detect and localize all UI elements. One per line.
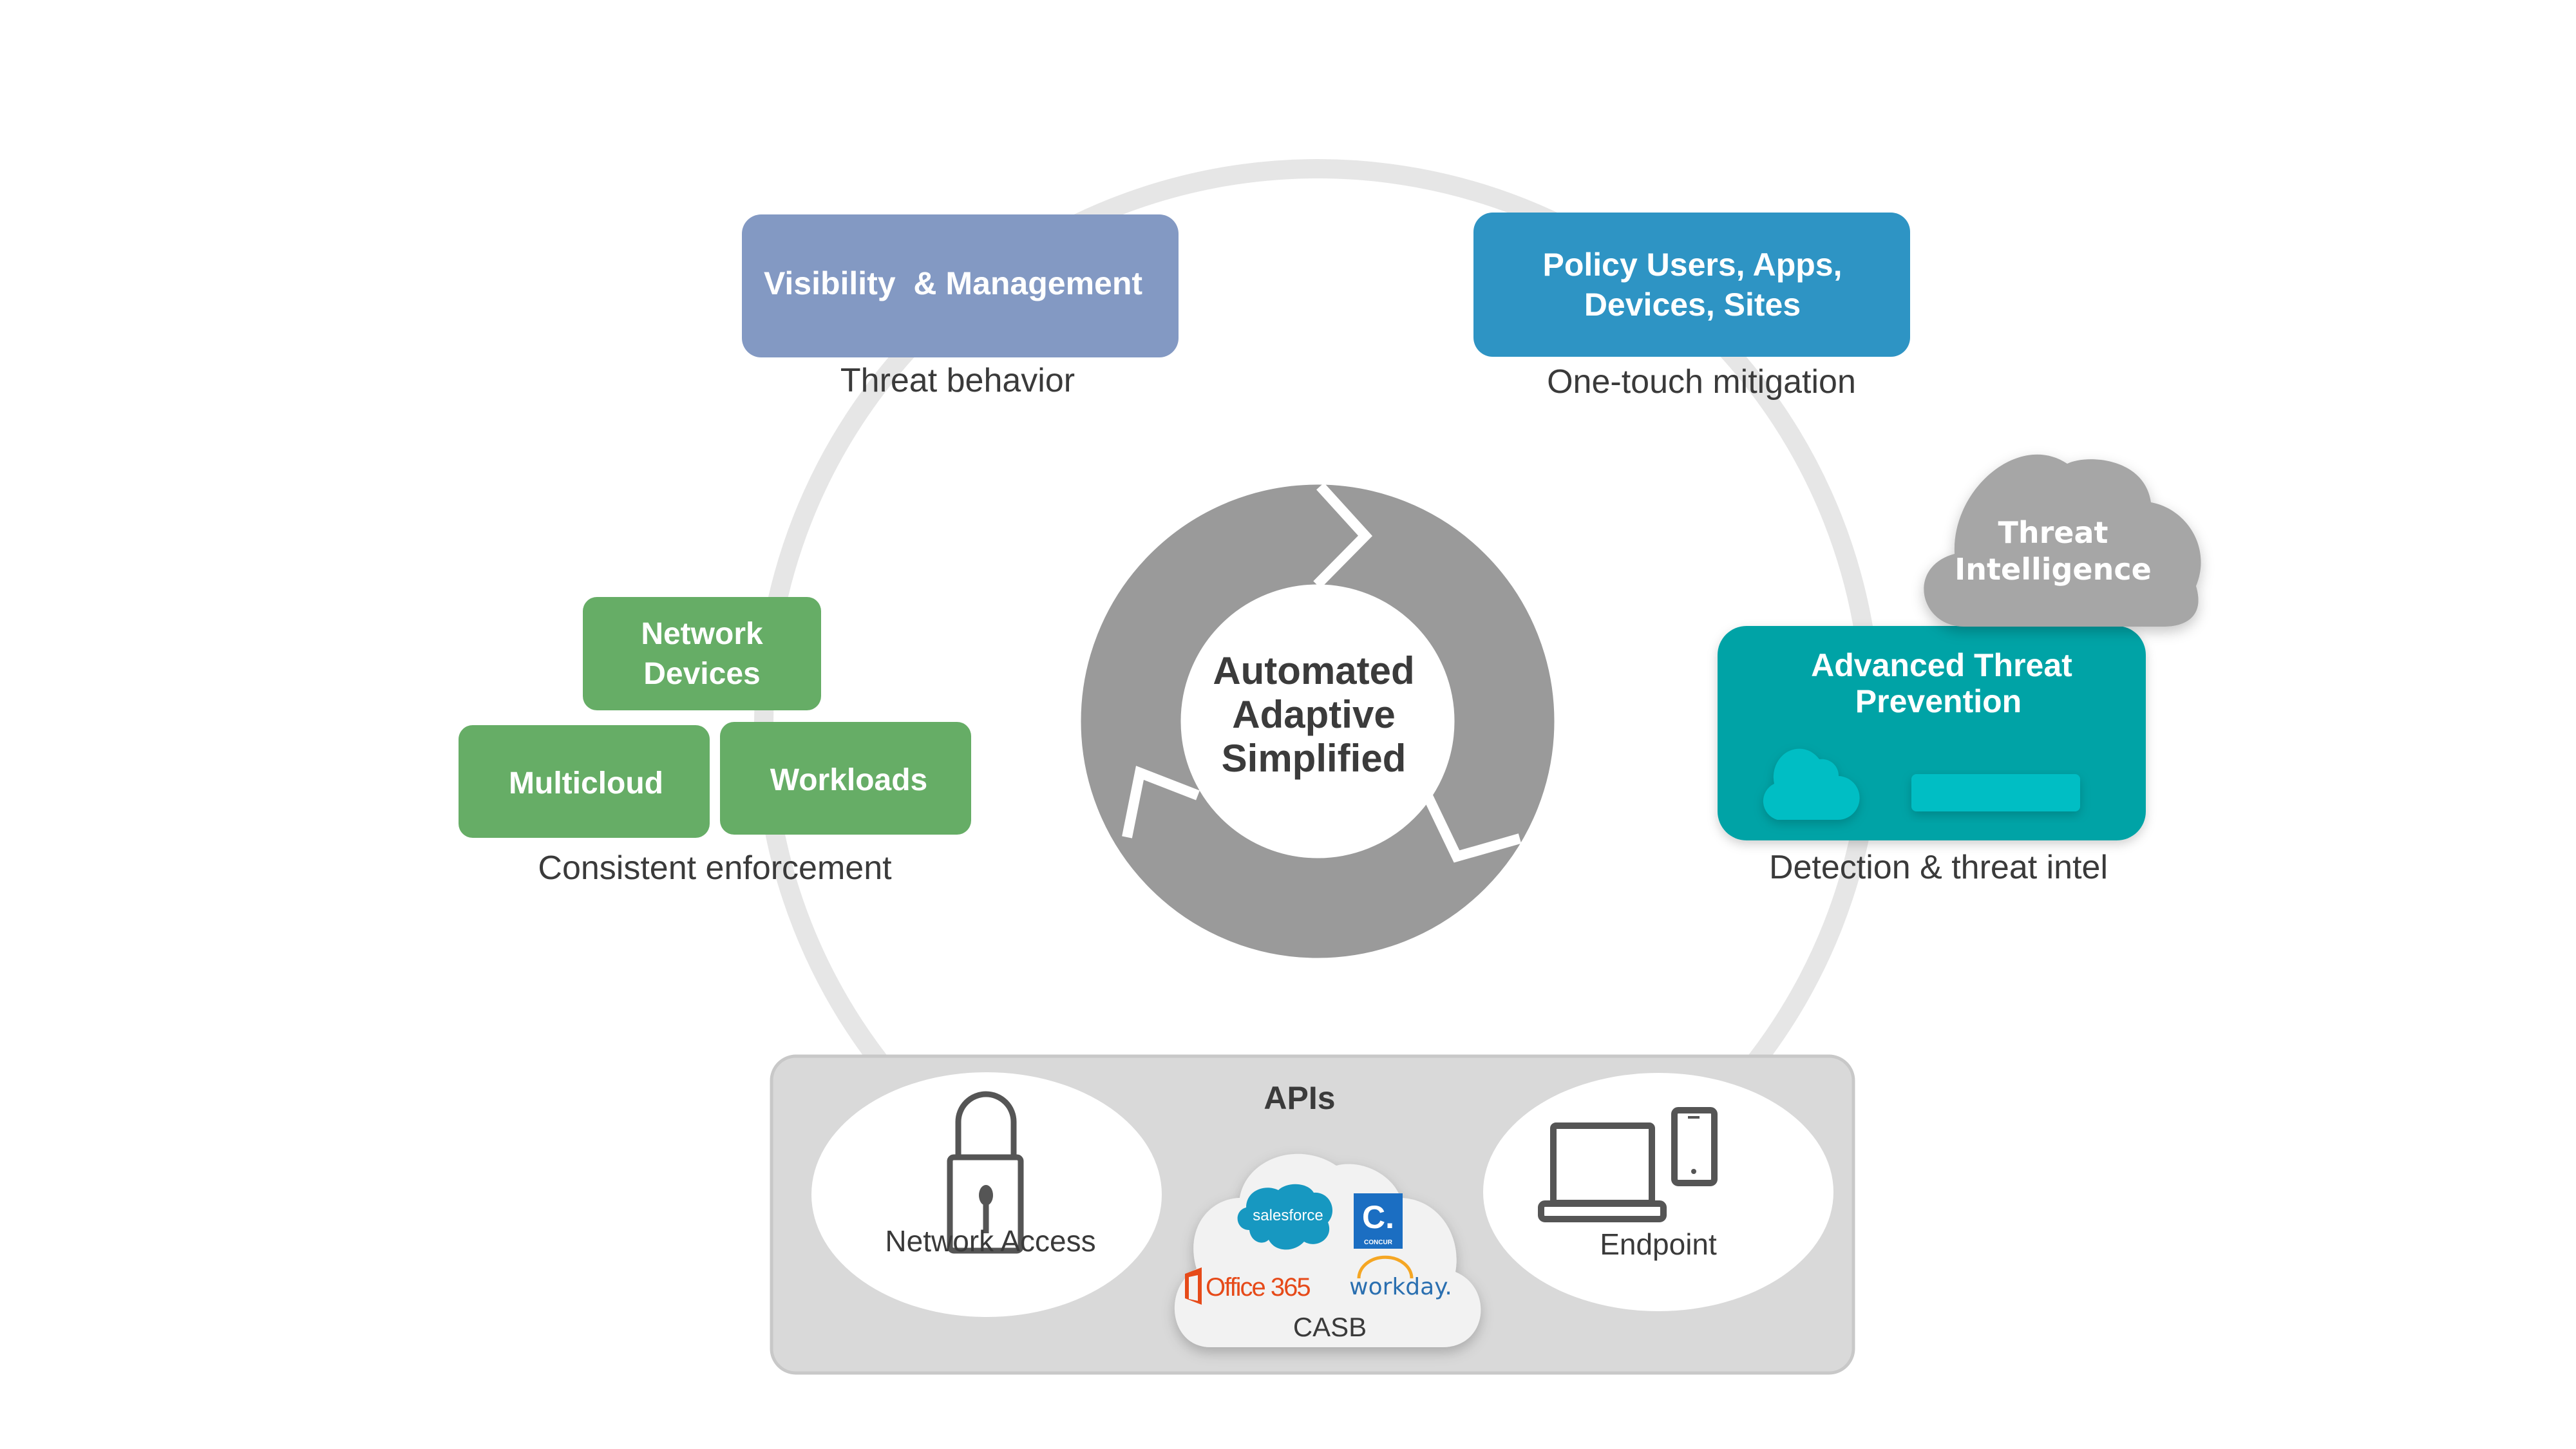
enforcement-group: Network Devices Multicloud Workloads (459, 597, 971, 838)
apis-panel: APIs Network Access Endp (770, 1054, 1855, 1375)
concur-logo: C. CONCUR (1354, 1193, 1403, 1249)
network-devices-line-2: Devices (643, 657, 760, 691)
casb-label: CASB (1293, 1312, 1367, 1342)
visibility-management-box[interactable]: Visibility & Management (742, 214, 1179, 357)
salesforce-text: salesforce (1253, 1207, 1323, 1224)
cycle-arrow-gap-top (1313, 482, 1373, 589)
atp-cloud-shape (1763, 748, 1860, 820)
endpoint-bubble (1483, 1073, 1833, 1311)
multicloud-bg (459, 725, 710, 838)
policy-line-2: Devices, Sites (1584, 287, 1801, 323)
center-line-2: Adaptive (1232, 693, 1395, 736)
network-devices-bg (583, 597, 821, 710)
network-devices-line-1: Network (641, 617, 763, 651)
center-cycle: Automated Adaptive Simplified (1081, 482, 1555, 958)
threat-intelligence-cloud[interactable] (1924, 454, 2201, 627)
cycle-arrow-gap-left (1122, 766, 1200, 838)
casb-item[interactable]: salesforce C. CONCUR Office 365 workday.… (1174, 1153, 1481, 1347)
threat-intel-cloud-shape (1924, 454, 2201, 627)
office365-logo: Office 365 (1185, 1267, 1311, 1305)
policy-box[interactable]: Policy Users, Apps, Devices, Sites (1473, 213, 1910, 357)
threat-intel-line-2: Intelligence (1955, 552, 2152, 587)
endpoint-label: Endpoint (1600, 1227, 1717, 1261)
workday-text: workday. (1349, 1274, 1452, 1300)
concur-letter: C. (1362, 1199, 1394, 1235)
visibility-label: Visibility & Management (764, 265, 1142, 301)
visibility-caption: Threat behavior (840, 362, 1075, 399)
mobile-phone-icon (1671, 1107, 1718, 1186)
workday-logo: workday. (1349, 1255, 1452, 1300)
atp-caption: Detection & threat intel (1769, 849, 2108, 886)
salesforce-logo: salesforce (1237, 1184, 1333, 1250)
office-icon (1185, 1267, 1202, 1305)
multicloud-label: Multicloud (509, 766, 663, 800)
workloads-bg (720, 722, 971, 835)
multicloud-box[interactable]: Multicloud (459, 725, 710, 838)
network-access-item[interactable]: Network Access (811, 1072, 1162, 1317)
cycle-center (1181, 585, 1454, 858)
workloads-label: Workloads (770, 763, 928, 797)
network-access-label: Network Access (885, 1224, 1095, 1258)
visibility-box-bg (742, 214, 1179, 357)
laptop-icon (1538, 1122, 1667, 1222)
cycle-arrow-gap-right (1421, 791, 1522, 863)
cycle-ring (1081, 484, 1555, 958)
center-line-1: Automated (1213, 649, 1414, 692)
atp-line-1: Advanced Threat (1811, 647, 2072, 683)
atp-bar-icon (1911, 774, 2080, 811)
atp-line-2: Prevention (1855, 683, 2022, 719)
policy-caption: One-touch mitigation (1547, 363, 1856, 401)
enforcement-caption: Consistent enforcement (538, 849, 892, 887)
apis-title: APIs (1264, 1080, 1335, 1116)
center-line-3: Simplified (1222, 737, 1406, 780)
network-devices-box[interactable]: Network Devices (583, 597, 821, 710)
endpoint-item[interactable]: Endpoint (1483, 1073, 1833, 1311)
policy-box-bg (1473, 213, 1910, 357)
concur-text: CONCUR (1364, 1239, 1393, 1246)
lock-icon (947, 1091, 1024, 1254)
office365-text: Office 365 (1206, 1273, 1310, 1302)
cloud-icon (1763, 748, 1860, 820)
policy-line-1: Policy Users, Apps, (1543, 247, 1842, 283)
threat-intel-line-1: Threat (1998, 515, 2108, 550)
workloads-box[interactable]: Workloads (720, 722, 971, 835)
